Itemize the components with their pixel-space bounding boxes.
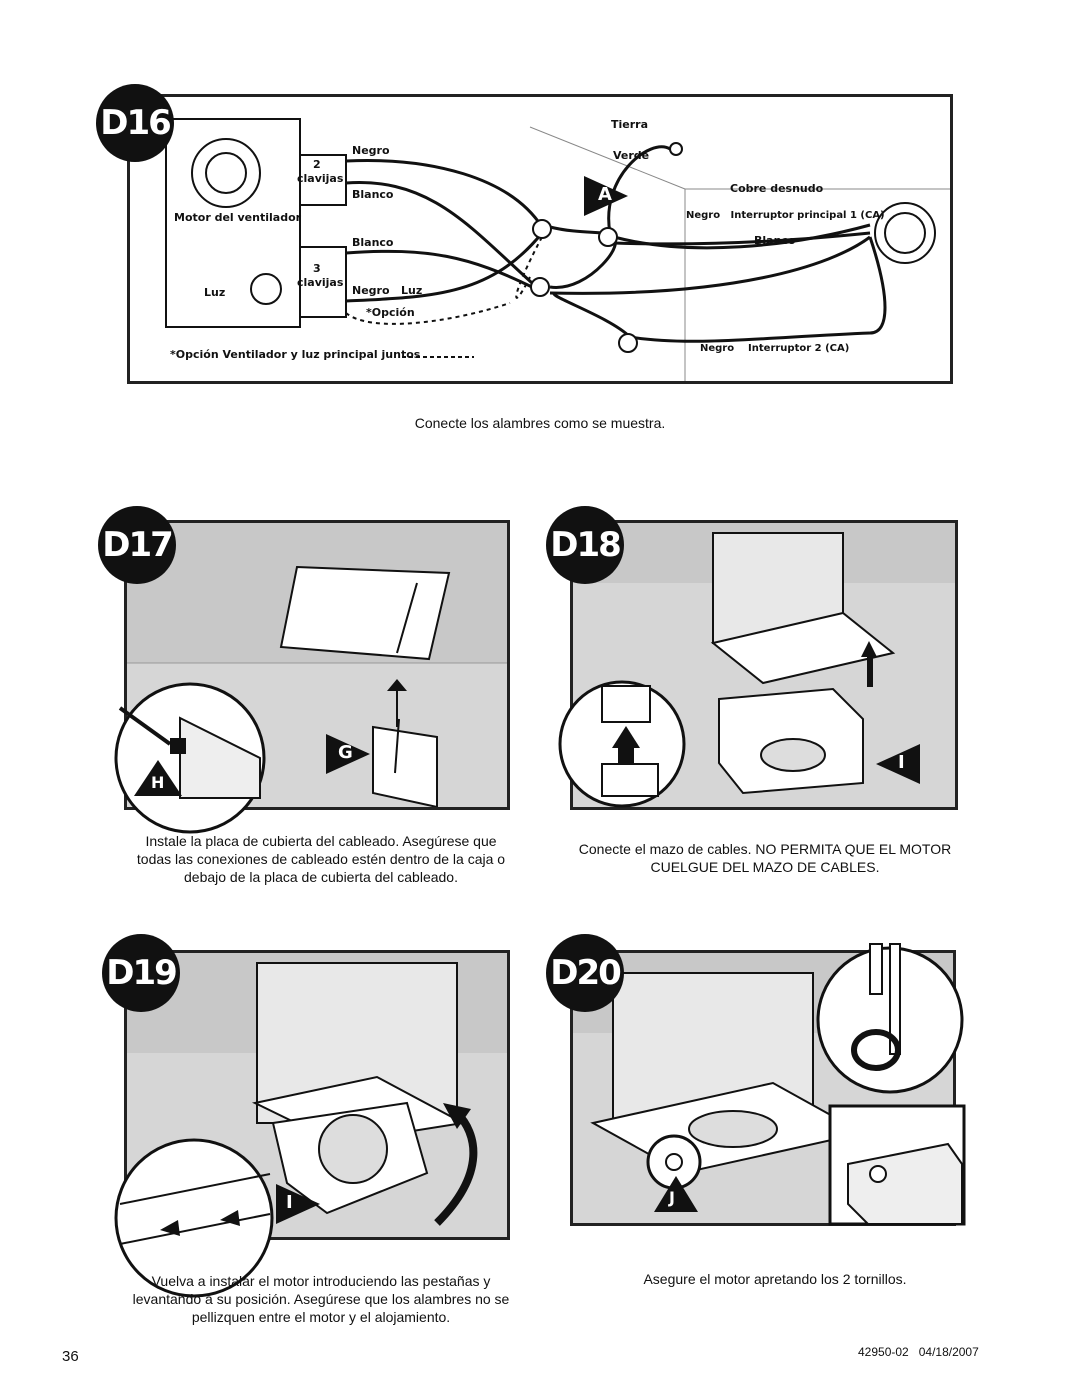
- d17-caption: Instale la placa de cubierta del cablead…: [116, 832, 526, 886]
- pins2-num: 2: [313, 158, 321, 171]
- negro-luz-label: Negro Luz: [352, 284, 423, 297]
- marker-i-triangle-d19: [276, 1184, 320, 1224]
- motor-label: Motor del ventilador: [174, 211, 302, 224]
- d18-detail-circle: [558, 680, 686, 808]
- marker-a-label: A: [598, 184, 612, 205]
- cobre-label: Cobre desnudo: [730, 182, 824, 195]
- d18-drawing: [573, 523, 955, 795]
- blanco-1-label: Blanco: [352, 188, 394, 201]
- marker-j-label: J: [669, 1188, 675, 1207]
- step-badge-d16: D16: [96, 84, 174, 162]
- d20-detail-circle-top: [816, 943, 964, 1094]
- opcion-note: *Opción Ventilador y luz principal junto…: [170, 348, 421, 361]
- d19-caption-line-3: pellizquen entre el motor y el alojamien…: [191, 1309, 451, 1325]
- d16-caption: Conecte los alambres como se muestra.: [414, 415, 666, 431]
- marker-a-triangle: [584, 176, 628, 216]
- verde-label: Verde: [613, 149, 650, 162]
- d20-caption: Asegure el motor apretando los 2 tornill…: [643, 1271, 907, 1287]
- marker-i-label-d19: I: [286, 1192, 293, 1213]
- d16-wiring-drawing: [165, 118, 950, 381]
- d18-caption-line-1: Conecte el mazo de cables. NO PERMITA QU…: [578, 841, 952, 857]
- d19-caption-line-2: levantando a su posición. Asegúrese que …: [132, 1291, 510, 1307]
- marker-g-triangle: [326, 734, 370, 774]
- step-badge-d19: D19: [102, 934, 180, 1012]
- luz-label: Luz: [204, 286, 226, 299]
- d19-caption: Vuelva a instalar el motor introduciendo…: [116, 1272, 526, 1326]
- marker-h-triangle: [134, 760, 182, 796]
- d19-illustration-panel: [124, 950, 510, 1240]
- d18-caption-line-2: CUELGUE DEL MAZO DE CABLES.: [650, 859, 880, 875]
- tierra-label: Tierra: [611, 118, 649, 131]
- blanco-right-label: Blanco: [754, 234, 796, 247]
- d19-detail-circle: [114, 1138, 274, 1298]
- d17-caption-line-3: debajo de la placa de cubierta del cable…: [184, 869, 458, 885]
- marker-h-label: H: [151, 773, 165, 792]
- document-code: 42950-02 04/18/2007: [858, 1345, 979, 1359]
- marker-g-label: G: [338, 742, 353, 763]
- blanco-2-label: Blanco: [352, 236, 394, 249]
- pins3-word: clavijas: [297, 276, 344, 289]
- d17-caption-line-2: todas las conexiones de cableado estén d…: [136, 851, 506, 867]
- interruptor2-label: Negro Interruptor 2 (CA): [700, 343, 850, 354]
- marker-j-triangle: [654, 1176, 698, 1212]
- d19-drawing: [127, 953, 507, 1226]
- marker-i-label-d18: I: [898, 752, 905, 773]
- d17-detail-circle: [114, 682, 266, 834]
- step-badge-d17: D17: [98, 506, 176, 584]
- d20-detail-box: [828, 1104, 966, 1226]
- d16-diagram-panel: [127, 94, 953, 384]
- d18-caption: Conecte el mazo de cables. NO PERMITA QU…: [560, 840, 970, 876]
- marker-i-triangle-d18: [876, 744, 920, 784]
- d17-drawing: [127, 523, 507, 807]
- negro-top-label: Negro: [352, 144, 390, 157]
- interruptor1-label: Negro Interruptor principal 1 (CA): [686, 210, 885, 221]
- d17-caption-line-1: Instale la placa de cubierta del cablead…: [145, 833, 497, 849]
- opcion-label: *Opción: [366, 306, 415, 319]
- pins3-num: 3: [313, 262, 321, 275]
- d19-caption-line-1: Vuelva a instalar el motor introduciendo…: [151, 1273, 491, 1289]
- step-badge-d18: D18: [546, 506, 624, 584]
- page-number: 36: [62, 1348, 79, 1365]
- pins2-word: clavijas: [297, 172, 344, 185]
- step-badge-d20: D20: [546, 934, 624, 1012]
